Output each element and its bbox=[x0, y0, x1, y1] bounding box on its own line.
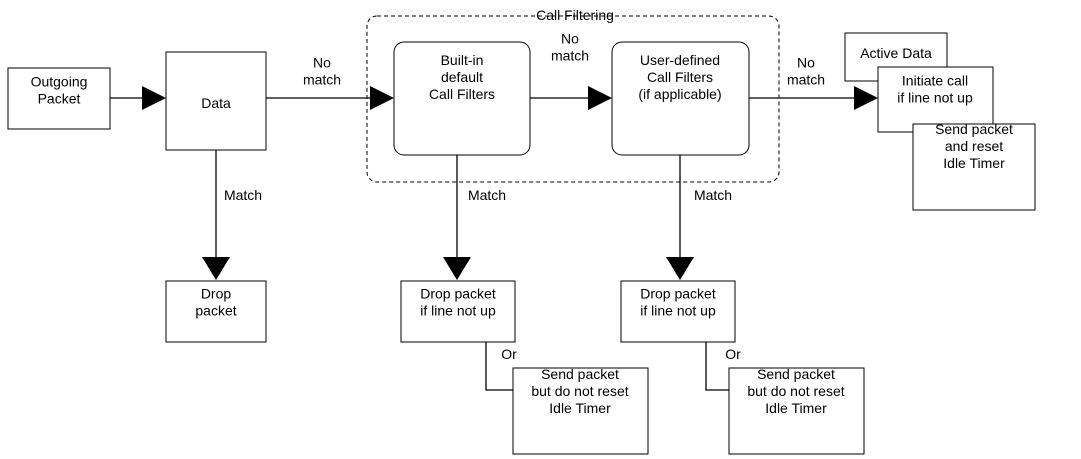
arrowhead-to-drop2 bbox=[666, 257, 694, 280]
text-line: if line not up bbox=[640, 303, 716, 319]
edge-label-data-match: Match bbox=[224, 187, 262, 203]
text-line: Send packet bbox=[935, 121, 1013, 137]
text-line: Idle Timer bbox=[549, 400, 611, 416]
text-line: Active Data bbox=[860, 45, 932, 61]
outgoing-packet-box bbox=[7, 67, 111, 130]
text-line: User-defined bbox=[640, 52, 720, 68]
text-line: No bbox=[797, 55, 815, 71]
text-line: Send packet bbox=[757, 366, 835, 382]
edge-label-userdef-match: Match bbox=[694, 187, 732, 203]
text-line: Match bbox=[468, 187, 506, 203]
userdef-filters-box bbox=[611, 41, 750, 156]
initiate-call-box bbox=[877, 66, 994, 133]
text-line: Or bbox=[725, 346, 741, 362]
text-line: if line not up bbox=[420, 303, 496, 319]
text-line: but do not reset bbox=[747, 383, 844, 399]
arrowhead-to-data bbox=[142, 86, 166, 110]
text-line: Packet bbox=[38, 91, 81, 107]
send-no-reset-box-2 bbox=[728, 367, 865, 455]
arrowhead-to-drop1 bbox=[443, 257, 471, 280]
text-line: (if applicable) bbox=[638, 86, 721, 102]
text-line: match bbox=[787, 72, 825, 88]
arrowhead-to-userdef bbox=[588, 86, 612, 110]
text-line: Drop packet bbox=[640, 286, 716, 302]
text-line: Or bbox=[501, 346, 517, 362]
text-line: Call Filters bbox=[429, 86, 495, 102]
text-line: Idle Timer bbox=[943, 155, 1005, 171]
text-line: match bbox=[303, 72, 341, 88]
call-filtering-group-title: Call Filtering bbox=[536, 7, 614, 23]
text-line: packet bbox=[195, 303, 236, 319]
text-line: Call Filters bbox=[647, 69, 713, 85]
text-line: Outgoing bbox=[31, 74, 88, 90]
edge-label-or-2: Or bbox=[725, 346, 741, 362]
text-line: Idle Timer bbox=[765, 400, 827, 416]
arrowhead-to-active bbox=[854, 86, 878, 110]
text-line: if line not up bbox=[897, 90, 973, 106]
text-line: Match bbox=[694, 187, 732, 203]
active-data-label: Active Data bbox=[860, 45, 932, 61]
arrowhead-to-builtin bbox=[370, 86, 394, 110]
text-line: and reset bbox=[945, 138, 1003, 154]
text-line: Drop packet bbox=[420, 286, 496, 302]
drop-packet-box bbox=[165, 280, 267, 343]
text-line: Send packet bbox=[541, 366, 619, 382]
data-label: Data bbox=[201, 95, 231, 111]
text-line: default bbox=[441, 69, 483, 85]
arrowhead-to-drop bbox=[202, 257, 230, 280]
call-filtering-group-frame bbox=[366, 15, 780, 183]
text-line: No bbox=[561, 31, 579, 47]
text-line: Built-in bbox=[441, 52, 484, 68]
or-connector-1 bbox=[485, 342, 513, 391]
text-line: Call Filtering bbox=[536, 7, 614, 23]
builtin-filters-box bbox=[393, 41, 531, 156]
send-reset-box bbox=[912, 123, 1036, 211]
text-line: Match bbox=[224, 187, 262, 203]
edge-label-builtin-match: Match bbox=[468, 187, 506, 203]
text-line: Drop bbox=[201, 286, 232, 302]
send-no-reset-box-1 bbox=[512, 367, 649, 455]
text-line: match bbox=[551, 48, 589, 64]
data-box bbox=[165, 51, 267, 151]
text-line: Data bbox=[201, 95, 231, 111]
or-connector-2 bbox=[705, 342, 729, 391]
text-line: No bbox=[313, 55, 331, 71]
drop-if-line-not-up-box-1 bbox=[400, 280, 516, 343]
text-line: but do not reset bbox=[531, 383, 628, 399]
edge-label-or-1: Or bbox=[501, 346, 517, 362]
text-line: Initiate call bbox=[902, 73, 968, 89]
drop-if-line-not-up-box-2 bbox=[620, 280, 736, 343]
